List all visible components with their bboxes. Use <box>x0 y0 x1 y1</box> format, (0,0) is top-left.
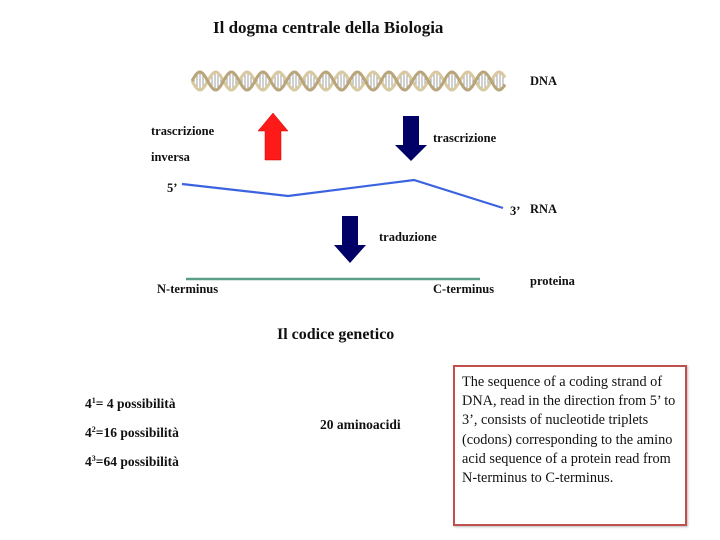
rna-strand-line <box>181 178 504 210</box>
translation-label: traduzione <box>379 230 437 244</box>
dna-label: DNA <box>530 74 558 88</box>
reverse-transcription-arrow-icon <box>257 112 289 161</box>
definition-textbox: The sequence of a coding strand of DNA, … <box>453 365 687 526</box>
reverse-transcription-label: trascrizione <box>151 124 215 138</box>
genetic-code-heading: Il codice genetico <box>277 326 395 343</box>
transcription-arrow-icon <box>395 116 427 161</box>
protein-label: proteina <box>530 274 575 288</box>
c-terminus-label: C-terminus <box>433 282 495 296</box>
three-prime-label: 3’ <box>510 204 521 218</box>
amino-acids-label: 20 aminoacidi <box>320 417 401 432</box>
possibility-item: 43=64 possibilità <box>85 454 179 469</box>
n-terminus-label: N-terminus <box>157 282 219 296</box>
dna-backbone-strand <box>190 70 507 92</box>
rna-label: RNA <box>530 202 558 216</box>
possibility-item: 42=16 possibilità <box>85 425 179 440</box>
page-title: Il dogma centrale della Biologia <box>213 18 444 37</box>
dna-backbone-strand <box>190 70 507 92</box>
translation-arrow-icon <box>334 216 366 263</box>
reverse-transcription-label-2: inversa <box>151 150 190 164</box>
transcription-label: trascrizione <box>433 131 497 145</box>
dna-helix-image <box>190 70 507 92</box>
possibility-item: 41= 4 possibilità <box>85 396 176 411</box>
five-prime-label: 5’ <box>167 181 178 195</box>
